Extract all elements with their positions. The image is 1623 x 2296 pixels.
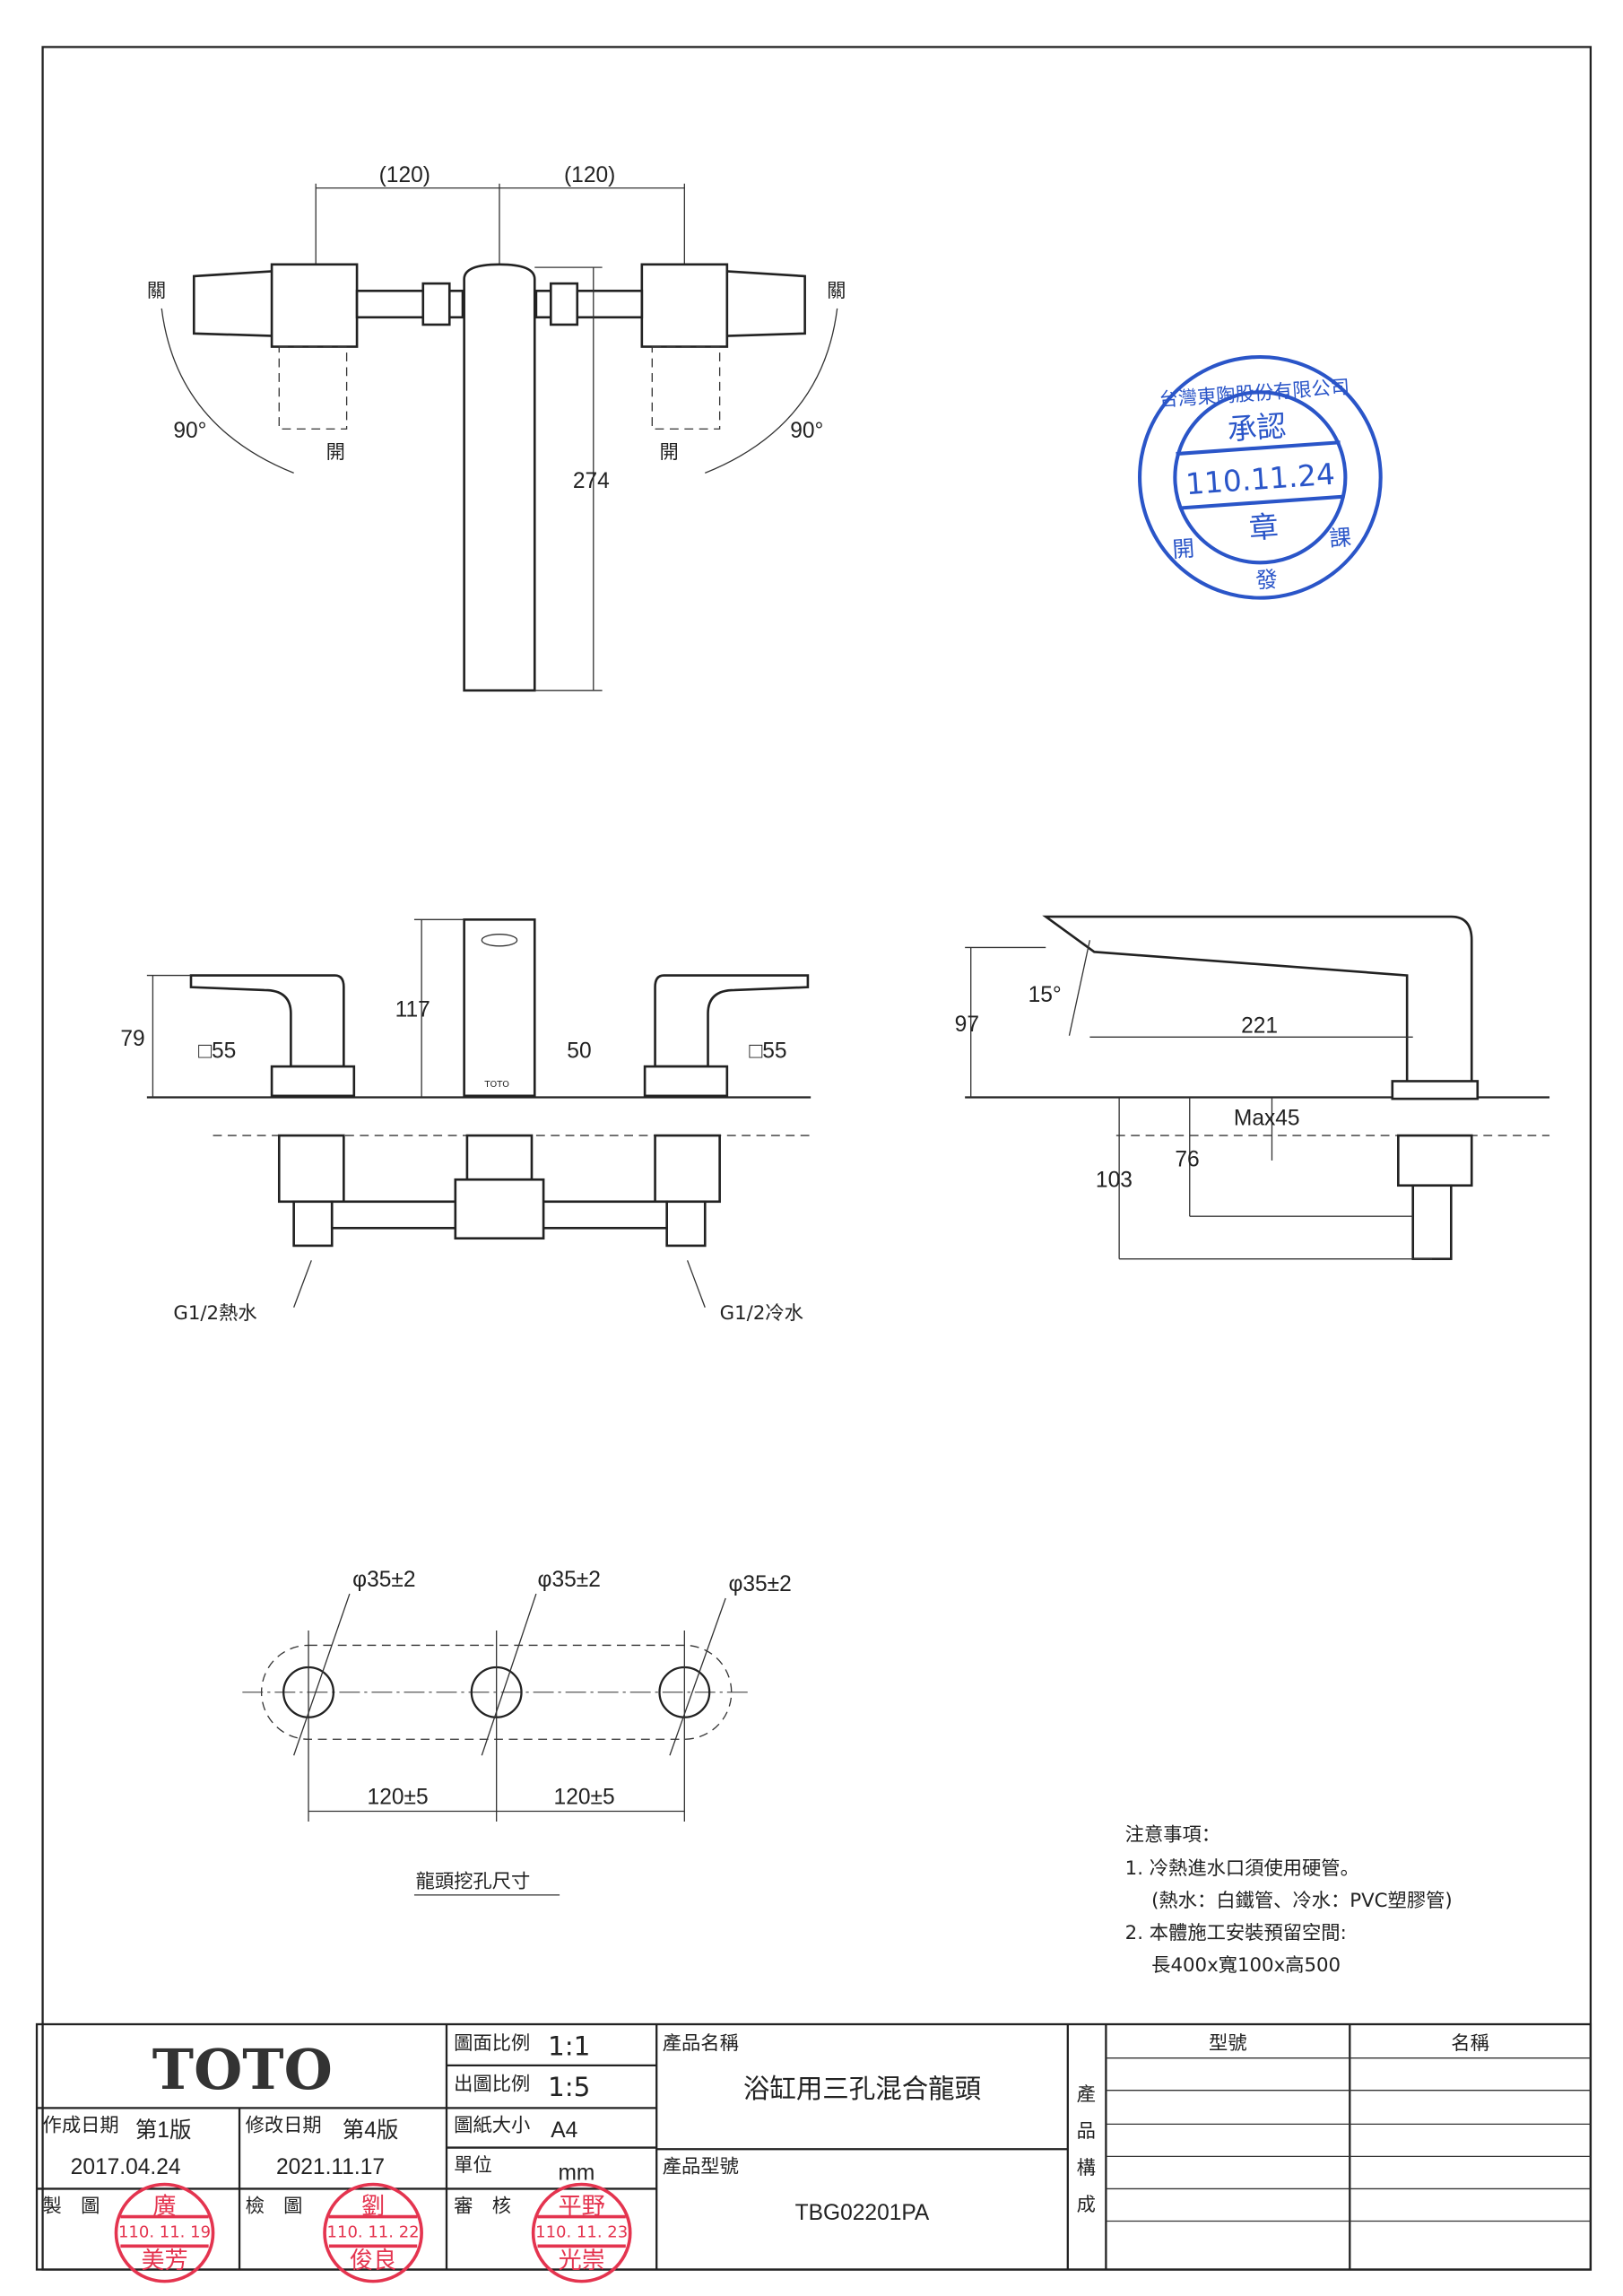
handle-size-right: □55 (749, 1039, 786, 1063)
hot-inlet: G1/2熱水 (173, 1302, 256, 1325)
composition-label: 品 (1077, 2120, 1096, 2143)
dim-left: (120) (379, 163, 430, 187)
top-view: (120) (120) 274 90° 90° 關 關 開 開 (147, 163, 846, 692)
note-2-detail: 長400x寬100x高500 (1151, 1954, 1341, 1977)
deck-max: Max45 (1234, 1107, 1300, 1131)
stamp-dept-1: 開 (1172, 535, 1196, 563)
sheet-border (41, 46, 1593, 2271)
stamp-checked-date: 110. 11. 22 (327, 2222, 420, 2241)
created-date: 2017.04.24 (71, 2155, 181, 2179)
stamp-drawn-given: 美芳 (141, 2248, 187, 2274)
print-scale: 1:5 (548, 2072, 590, 2102)
stamp-date: 110.11.24 (1185, 457, 1336, 502)
drawing-scale: 1:1 (548, 2031, 590, 2061)
stamp-checked-given: 俊良 (350, 2248, 396, 2274)
stamp-label: 承認 (1227, 409, 1288, 447)
hole-2-diameter: φ35±2 (538, 1568, 601, 1592)
print-scale-label: 出圖比例 (454, 2074, 530, 2096)
product-model-label: 產品型號 (663, 2155, 739, 2178)
stamp-seal: 章 (1248, 509, 1280, 545)
dim-right: (120) (564, 163, 615, 187)
side-view: 97 15° 221 Max45 76 103 (955, 915, 1550, 1260)
note-2: 2. 本體施工安裝預留空間: (1125, 1922, 1347, 1944)
column-model: 型號 (1209, 2032, 1247, 2055)
stamp-approved-date: 110. 11. 23 (535, 2222, 628, 2241)
hole-3-diameter: φ35±2 (728, 1572, 791, 1596)
created-label: 作成日期 (43, 2115, 119, 2137)
stamp-approved: 平野 110. 11. 23 光崇 (531, 2182, 632, 2283)
paper-size-label: 圖紙大小 (454, 2115, 530, 2137)
handle-height: 79 (120, 1027, 144, 1051)
hole-1-diameter: φ35±2 (352, 1568, 415, 1592)
spacing-1: 120±5 (368, 1785, 429, 1809)
composition-label: 構 (1077, 2157, 1096, 2179)
spout-length: 274 (573, 469, 610, 493)
column-name: 名稱 (1451, 2032, 1489, 2055)
hole-layout-caption: 龍頭挖孔尺寸 (416, 1871, 531, 1893)
angle-left: 90° (173, 419, 206, 443)
angle-15: 15° (1028, 983, 1062, 1007)
stamp-drawn: 廣 110. 11. 19 美芳 (114, 2182, 215, 2283)
stamp-approved-given: 光崇 (558, 2248, 604, 2274)
stamp-checked-name: 劉 (361, 2193, 385, 2220)
brand-mark: TOTO (484, 1080, 510, 1090)
front-view: TOTO 79 □55 117 50 □55 G1/2熱水 G1/2冷水 (120, 918, 812, 1325)
open-right: 開 (659, 441, 678, 464)
drawing-scale-label: 圖面比例 (454, 2032, 530, 2055)
stamp-dept-2: 發 (1254, 566, 1279, 594)
revised-label: 修改日期 (246, 2115, 322, 2137)
product-name: 浴缸用三孔混合龍頭 (743, 2074, 981, 2104)
reach-221: 221 (1241, 1013, 1278, 1038)
spacing-2: 120±5 (554, 1785, 615, 1809)
hole-layout: φ35±2 φ35±2 φ35±2 120±5 120±5 龍頭挖孔尺寸 (242, 1568, 792, 1896)
notes-heading: 注意事項： (1125, 1823, 1220, 1846)
approved-label: 審 核 (454, 2196, 511, 2218)
closed-right: 關 (827, 280, 846, 302)
stamp-drawn-date: 110. 11. 19 (118, 2222, 211, 2241)
cold-inlet: G1/2冷水 (720, 1302, 803, 1325)
handle-size-left: □55 (198, 1039, 236, 1063)
stamp-checked: 劉 110. 11. 22 俊良 (323, 2182, 423, 2283)
open-left: 開 (326, 441, 345, 464)
angle-right: 90° (790, 419, 823, 443)
toto-logo: TOTO (152, 2037, 333, 2102)
height-97: 97 (955, 1013, 979, 1037)
note-1: 1. 冷熱進水口須使用硬管。 (1125, 1857, 1359, 1880)
stamp-dept-3: 課 (1328, 524, 1352, 552)
stamp-drawn-name: 廣 (152, 2193, 176, 2220)
product-name-label: 產品名稱 (663, 2032, 739, 2055)
below-deck-103: 103 (1096, 1168, 1133, 1192)
title-block: TOTO 圖面比例 1:1 出圖比例 1:5 圖紙大小 A4 單位 mm 作成日… (35, 2022, 1593, 2271)
unit-label: 單位 (454, 2154, 492, 2177)
drawn-label: 製 圖 (43, 2196, 100, 2218)
stamp-approved-name: 平野 (558, 2193, 604, 2220)
below-deck-76: 76 (1175, 1147, 1199, 1171)
approval-stamp: 台灣東陶股份有限公司 承認 110.11.24 章 開 發 課 (1138, 354, 1383, 600)
checked-label: 檢 圖 (246, 2196, 303, 2218)
spout-width: 50 (567, 1039, 591, 1063)
created-version: 第1版 (135, 2118, 192, 2143)
paper-size: A4 (551, 2118, 577, 2143)
composition-label: 成 (1077, 2194, 1096, 2216)
note-1-detail: (熱水：白鐵管、冷水：PVC塑膠管) (1151, 1890, 1453, 1912)
closed-left: 關 (147, 280, 166, 302)
unit: mm (558, 2161, 595, 2186)
revised-date: 2021.11.17 (276, 2155, 385, 2179)
product-model: TBG02201PA (795, 2201, 930, 2225)
notes: 注意事項： 1. 冷熱進水口須使用硬管。 (熱水：白鐵管、冷水：PVC塑膠管) … (1125, 1823, 1453, 1977)
composition-label: 產 (1077, 2083, 1096, 2106)
spout-height: 117 (395, 997, 430, 1022)
revised-version: 第4版 (343, 2118, 399, 2143)
